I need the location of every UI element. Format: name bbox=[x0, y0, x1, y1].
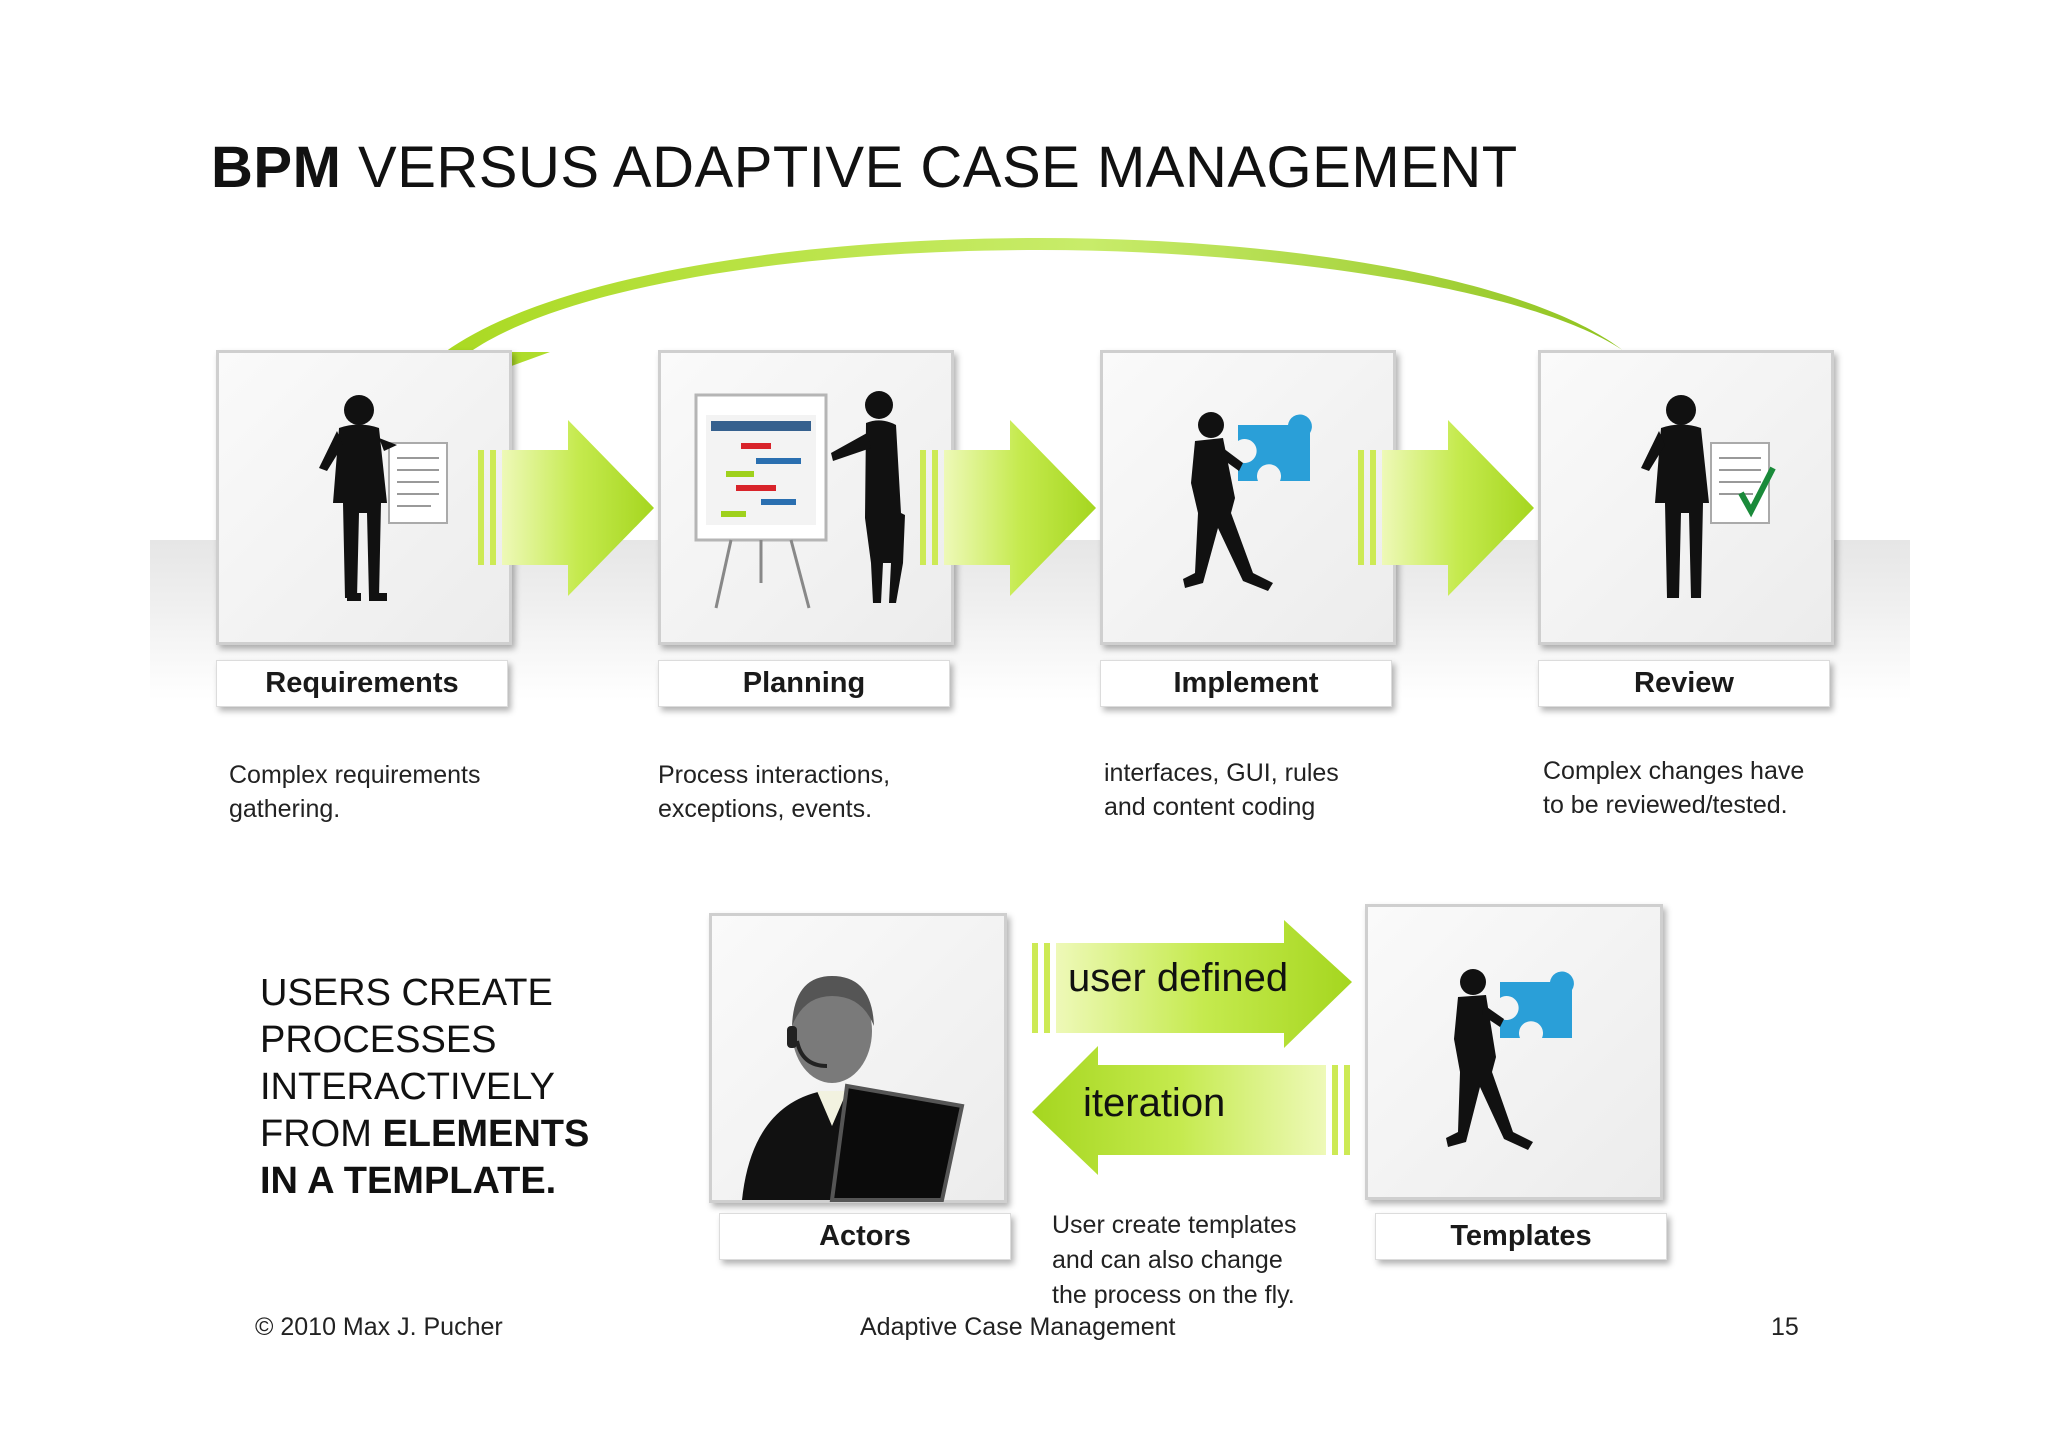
actors-label: Actors bbox=[719, 1213, 1011, 1260]
step-label-review: Review bbox=[1538, 660, 1830, 707]
templates-label: Templates bbox=[1375, 1213, 1667, 1260]
arrow-top-label: user defined bbox=[1068, 956, 1289, 1000]
arrow-planning-to-implement bbox=[920, 420, 1096, 596]
presenter-with-chart-icon bbox=[694, 391, 905, 609]
step-label-planning: Planning bbox=[658, 660, 950, 707]
step-label-implement: Implement bbox=[1100, 660, 1392, 707]
arrow-implement-to-review bbox=[1358, 420, 1534, 596]
footer-copyright: © 2010 Max J. Pucher bbox=[255, 1313, 503, 1341]
page-number: 15 bbox=[1771, 1313, 1799, 1341]
step-desc-planning: Process interactions,exceptions, events. bbox=[658, 761, 891, 823]
businessman-with-document-icon bbox=[319, 395, 448, 601]
actors-card bbox=[709, 913, 1007, 1203]
planning-card bbox=[658, 350, 954, 645]
users-create-statement: USERS CREATE PROCESSES INTERACTIVELY FRO… bbox=[260, 972, 590, 1202]
call-center-agent-icon bbox=[742, 976, 965, 1202]
arrow-user-defined bbox=[1056, 920, 1352, 1048]
implement-card bbox=[1100, 350, 1396, 645]
man-carrying-puzzle-icon bbox=[1446, 969, 1574, 1150]
page-title: BPM VERSUS ADAPTIVE CASE MANAGEMENT bbox=[211, 135, 1518, 200]
man-carrying-puzzle-icon bbox=[1183, 412, 1312, 591]
arrow-iteration bbox=[1032, 1046, 1326, 1175]
arrow-bottom-label: iteration bbox=[1083, 1081, 1226, 1125]
requirements-card bbox=[216, 350, 512, 645]
businessman-with-checked-document-icon bbox=[1641, 395, 1776, 598]
arrow-requirements-to-planning bbox=[478, 420, 654, 596]
step-label-requirements: Requirements bbox=[216, 660, 508, 707]
footer-title: Adaptive Case Management bbox=[860, 1313, 1176, 1341]
templates-card bbox=[1365, 904, 1663, 1200]
user-defined-iteration-arrows bbox=[1032, 920, 1352, 1175]
review-card bbox=[1538, 350, 1834, 645]
